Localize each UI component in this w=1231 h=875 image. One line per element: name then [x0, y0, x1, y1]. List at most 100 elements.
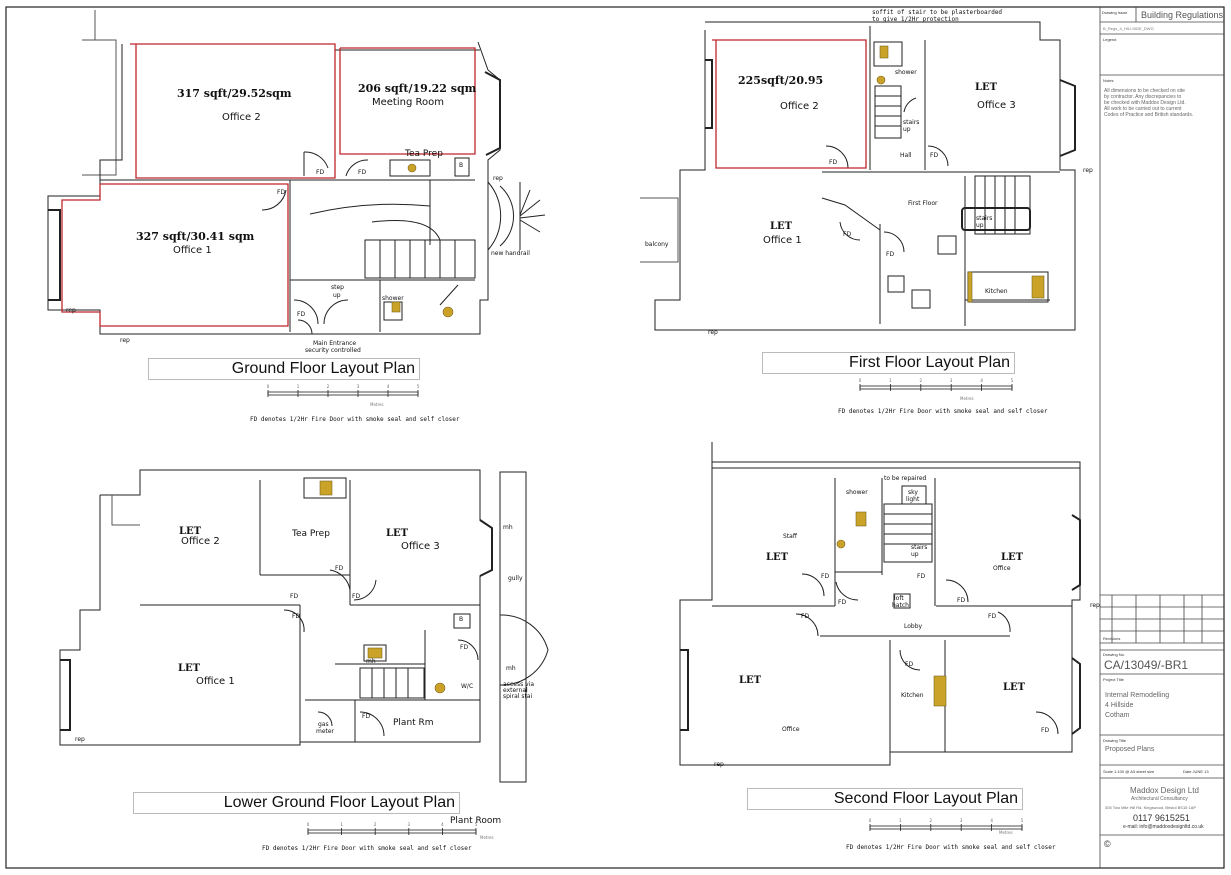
tb-notes-line-3: be checked with Maddox Design Ltd. [1104, 100, 1186, 106]
first-shower: shower [895, 69, 917, 76]
first-hall: Hall [900, 152, 912, 159]
lower-scale-label: Metres [480, 835, 494, 840]
ground-tea-prep: Tea Prep [405, 149, 443, 159]
tb-notes-line-5: Codes of Practice and British standards. [1104, 112, 1194, 118]
second-light: light [906, 496, 920, 503]
ground-entrance: Main Entrance [313, 340, 357, 347]
second-staff: Staff [783, 533, 797, 540]
scale-bar-tick-label: 5 [1021, 818, 1024, 823]
scale-bar-tick-label: 0 [307, 822, 310, 827]
first-red-outlines [712, 39, 867, 169]
first-fd-3: FD [843, 231, 852, 238]
second-kitchen: Kitchen [901, 692, 924, 699]
lower-fixtures [319, 480, 446, 694]
second-fd-3: FD [917, 573, 926, 580]
first-fd-2: FD [930, 152, 939, 159]
second-fd-4: FD [957, 597, 966, 604]
first-floor-title: First Floor Layout Plan [762, 352, 1015, 374]
tb-revisions-label: Revisions [1103, 636, 1121, 641]
first-floor-plan [640, 21, 1076, 331]
second-stairs: stairs [911, 544, 928, 551]
lower-office1: Office 1 [196, 676, 235, 687]
first-office2-area: 225sqft/20.95 [738, 74, 824, 87]
second-fd-1: FD [821, 573, 830, 580]
second-floor-title: Second Floor Layout Plan [747, 788, 1023, 810]
tb-address: 305 Two Mile Hill Rd, Kingswood, Bristol… [1105, 805, 1197, 810]
scale-bar-tick-label: 1 [899, 818, 902, 823]
ground-fixtures [391, 163, 454, 318]
second-let-right: LET [1003, 682, 1026, 693]
lower-floor-title: Lower Ground Floor Layout Plan [133, 792, 460, 814]
second-repair: to be repaired [884, 475, 927, 482]
ground-red-outlines [61, 43, 476, 327]
scale-bar-tick-label: 3 [357, 384, 360, 389]
second-let-office: LET [1001, 552, 1024, 563]
second-shower: shower [846, 489, 868, 496]
tb-scale: Scale 1:100 @ A3 sheet size [1103, 769, 1155, 774]
second-lobby: Lobby [904, 623, 923, 630]
tb-project-line-3: Cotham [1105, 712, 1130, 719]
tb-drawing-issue: Building Regulations [1141, 10, 1224, 20]
tb-project-line-2: 4 Hillside [1105, 702, 1134, 709]
lower-plant: Plant Rm [393, 718, 434, 728]
tb-drawing-no: CA/13049/-BR1 [1104, 658, 1189, 672]
second-loft: loft [894, 595, 904, 602]
lower-fd-2: FD [290, 593, 299, 600]
second-fd-6: FD [988, 613, 997, 620]
ground-floor-title: Ground Floor Layout Plan [148, 358, 420, 380]
first-landing: First Floor [908, 200, 938, 207]
second-let-big: LET [739, 675, 762, 686]
scale-bar-tick-label: 3 [408, 822, 411, 827]
second-fixtures [836, 511, 947, 707]
ground-meeting-area: 206 sqft/19.22 sqm [358, 82, 477, 95]
ground-meeting-label: Meeting Room [372, 97, 444, 108]
first-scale-label: Metres [960, 396, 974, 401]
first-rep-2: rep [708, 329, 718, 336]
lower-floor-plan [59, 469, 549, 783]
tb-drawing-no-label: Drawing No. [1103, 652, 1126, 657]
lower-let-2: LET [179, 526, 202, 537]
first-office3-label: Office 3 [977, 100, 1016, 111]
lower-fd-4: FD [292, 613, 301, 620]
second-sky: sky [908, 489, 918, 496]
ground-office2-label: Office 2 [222, 112, 261, 123]
ground-fd-2: FD [358, 169, 367, 176]
tb-notes-line-1: All dimensions to be checked on site [1104, 88, 1185, 94]
lower-mh-1: mh [503, 524, 513, 531]
ground-office1-area: 327 sqft/30.41 sqm [136, 230, 255, 243]
tb-company: Maddox Design Ltd [1130, 786, 1199, 795]
scale-bar-tick-label: 2 [327, 384, 330, 389]
lower-plant-room-note: Plant Room [450, 816, 502, 826]
second-rep-1: rep [1090, 602, 1100, 609]
scale-bar-tick-label: 4 [441, 822, 444, 827]
ground-fd-note: FD denotes 1/2Hr Fire Door with smoke se… [250, 416, 460, 423]
scale-bar-tick-label: 2 [920, 378, 923, 383]
first-stairs-2: stairs [976, 215, 993, 222]
scale-bar-tick-label: 3 [950, 378, 953, 383]
ground-rep-3: rep [493, 175, 503, 182]
scale-bar-tick-label: 4 [990, 818, 993, 823]
first-office2-label: Office 2 [780, 101, 819, 112]
first-fd-4: FD [886, 251, 895, 258]
lower-office3: Office 3 [401, 541, 440, 552]
second-hatch: hatch [892, 602, 909, 609]
lower-tea-prep: Tea Prep [292, 529, 330, 539]
ground-up: up [333, 292, 341, 299]
ground-fd-4: FD [297, 311, 306, 318]
ground-office2-area: 317 sqft/29.52sqm [177, 87, 292, 100]
first-let-3: LET [975, 82, 998, 93]
second-fd-2: FD [838, 599, 847, 606]
tb-notes-label: Notes [1103, 78, 1114, 83]
ground-rep-1: rep [66, 307, 76, 314]
scale-bar-tick-label: 4 [387, 384, 390, 389]
second-let-staff: LET [766, 552, 789, 563]
second-fd-7: FD [905, 661, 914, 668]
lower-access2: external [503, 687, 528, 694]
second-scale-label: Metres [999, 830, 1013, 835]
lower-mh-3: mh [506, 665, 516, 672]
tb-drawing-issue-label: Drawing Issue [1102, 10, 1128, 15]
ground-entrance2: security controlled [305, 347, 361, 354]
second-up: up [911, 551, 919, 558]
